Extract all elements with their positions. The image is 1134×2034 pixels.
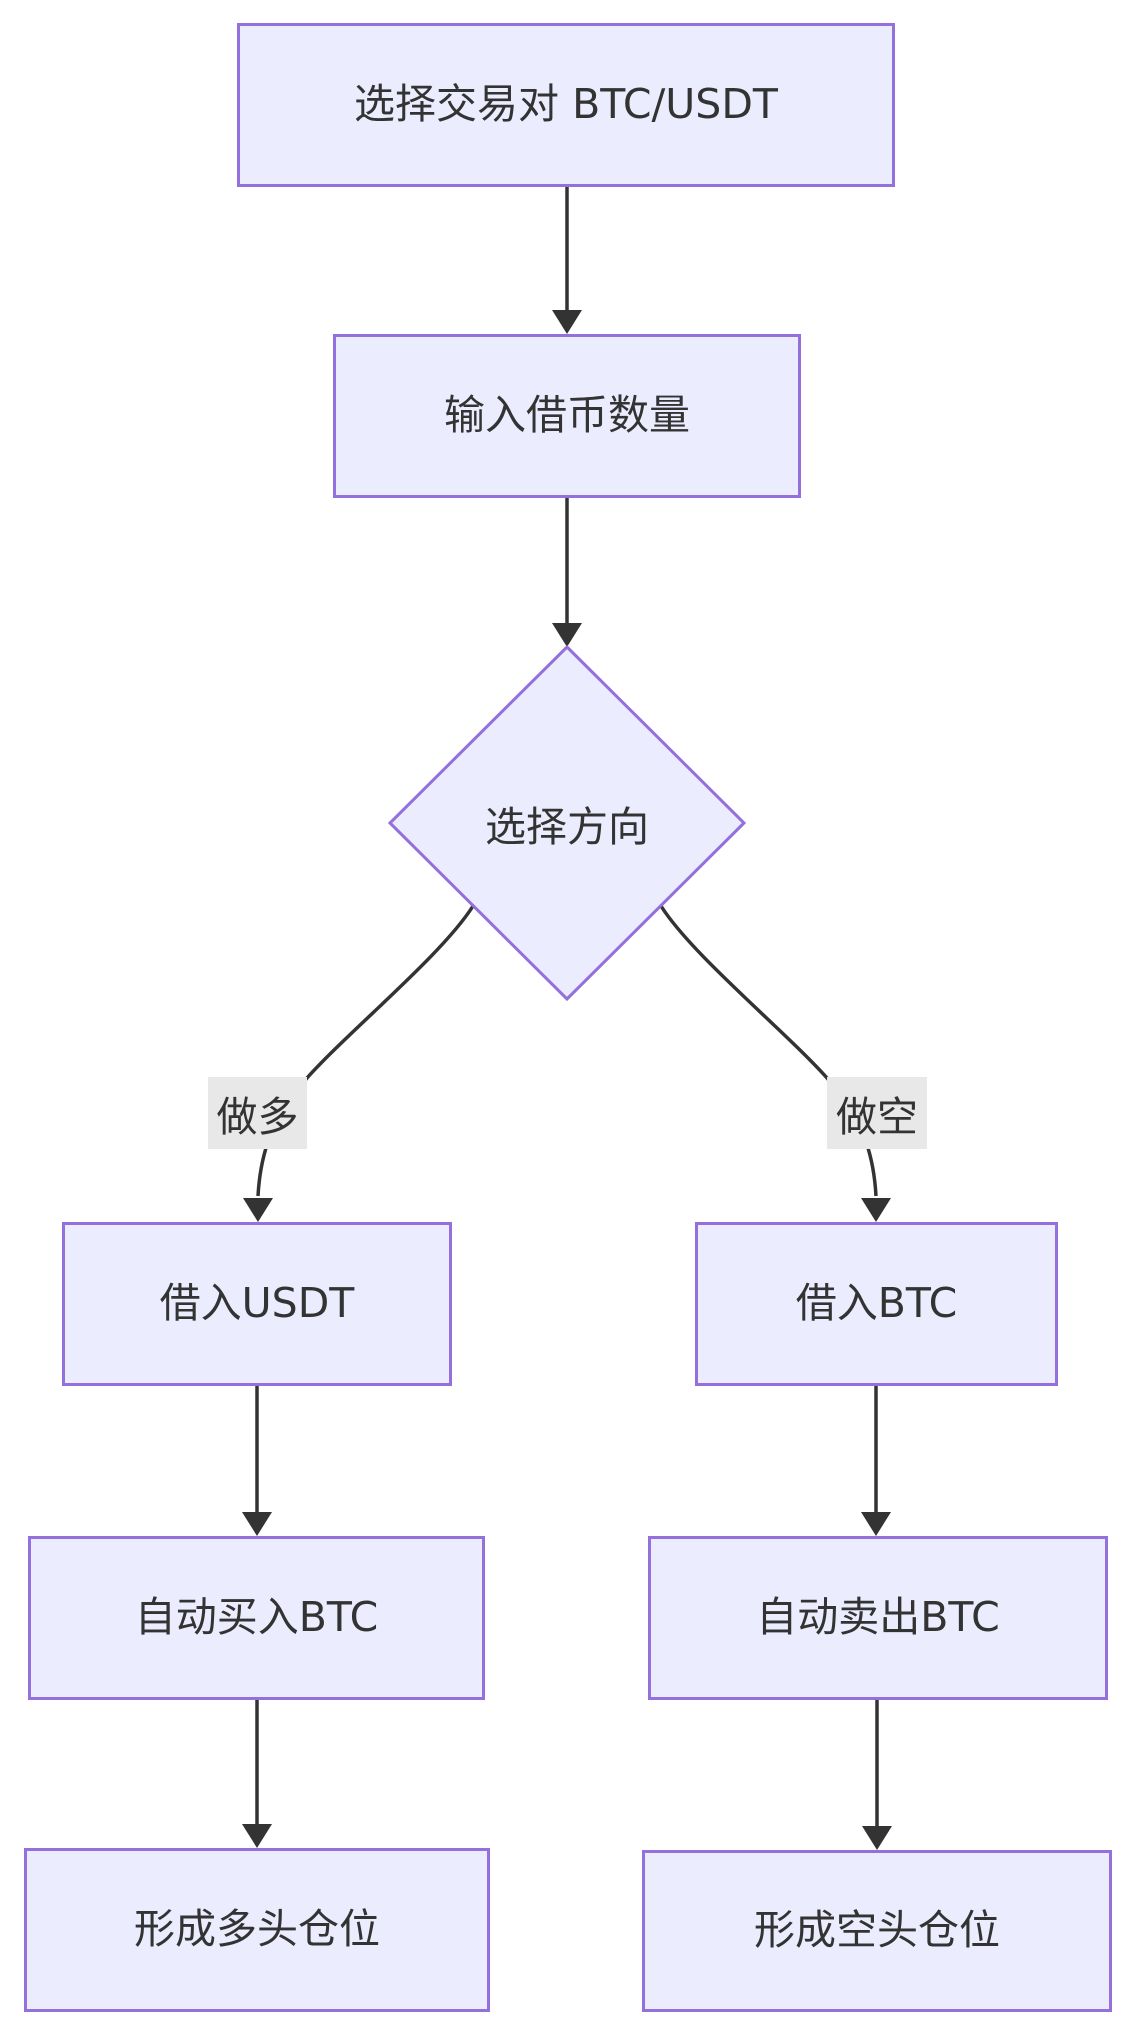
node-auto-buy-btc: 自动买入BTC [28, 1536, 485, 1700]
arrowhead-icon [862, 1826, 892, 1850]
node-input-amount-label: 输入借币数量 [444, 391, 690, 440]
node-short-position-label: 形成空头仓位 [754, 1906, 1000, 1955]
node-auto-buy-btc-label: 自动买入BTC [134, 1593, 379, 1642]
edge-decision-to-borrow-usdt [256, 905, 475, 1197]
node-short-position: 形成空头仓位 [642, 1850, 1112, 2012]
decision-diamond-shape [387, 644, 747, 1002]
arrowhead-icon [242, 1512, 272, 1536]
node-select-pair: 选择交易对 BTC/USDT [237, 23, 895, 187]
arrowhead-icon [242, 1824, 272, 1848]
node-long-position: 形成多头仓位 [24, 1848, 490, 2012]
node-choose-direction: 选择方向 [447, 789, 687, 857]
node-borrow-btc: 借入BTC [695, 1222, 1058, 1386]
node-borrow-usdt: 借入USDT [62, 1222, 452, 1386]
arrowhead-icon [552, 623, 582, 647]
edge-label-long-text: 做多 [216, 1093, 299, 1141]
arrowhead-icon [243, 1198, 273, 1222]
edge-decision-to-borrow-btc [659, 905, 878, 1197]
edge-label-short-text: 做空 [836, 1093, 918, 1141]
arrowhead-icon [861, 1198, 891, 1222]
node-choose-direction-label: 选择方向 [485, 803, 649, 851]
arrowhead-icon [552, 310, 582, 334]
node-auto-sell-btc-label: 自动卖出BTC [756, 1593, 1000, 1642]
node-borrow-usdt-label: 借入USDT [159, 1279, 355, 1328]
node-select-pair-label: 选择交易对 BTC/USDT [354, 80, 778, 129]
node-auto-sell-btc: 自动卖出BTC [648, 1536, 1108, 1700]
edge-label-short: 做空 [827, 1077, 927, 1149]
node-input-amount: 输入借币数量 [333, 334, 801, 498]
edge-label-long: 做多 [208, 1077, 307, 1149]
node-long-position-label: 形成多头仓位 [134, 1905, 380, 1954]
arrowhead-icon [861, 1512, 891, 1536]
node-borrow-btc-label: 借入BTC [795, 1279, 958, 1328]
